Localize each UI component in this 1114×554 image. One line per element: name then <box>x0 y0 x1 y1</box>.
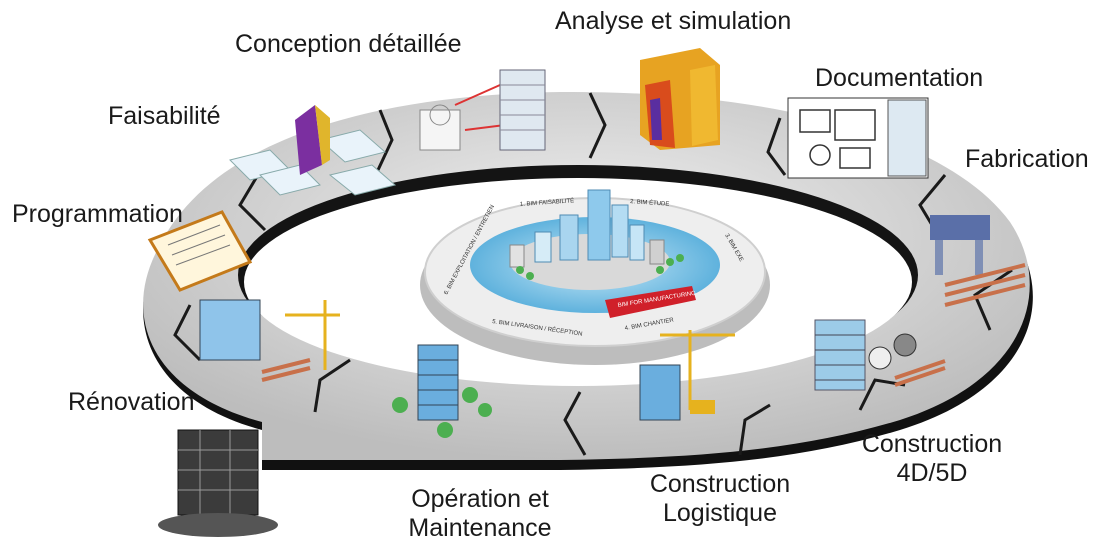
stage-label-faisabilite: Faisabilité <box>108 102 221 130</box>
conception-illustration <box>419 69 546 151</box>
hub-tower-6 <box>509 244 525 268</box>
stage-label-analyse: Analyse et simulation <box>555 7 792 35</box>
stage-label-fabrication: Fabrication <box>965 145 1089 173</box>
stage-label-renovation: Rénovation <box>68 388 195 416</box>
rehab-crane-illustration <box>199 299 340 382</box>
hub-tower-4 <box>629 224 645 261</box>
renovation-illustration <box>158 429 278 537</box>
fabrication-illustration <box>930 215 1026 307</box>
central-hub: BIM FOR MANUFACTURING 1. BIM FAISABILITÉ… <box>420 189 770 365</box>
stage-label-conception: Conception détaillée <box>235 30 462 58</box>
hub-tower-7 <box>649 239 665 265</box>
construction-4d5d-illustration <box>814 319 946 391</box>
stage-label-construction-4d5d-line2: 4D/5D <box>896 459 968 487</box>
hub-tower-2 <box>611 204 629 258</box>
hub-label-1: 1. BIM FAISABILITÉ <box>520 197 575 208</box>
stage-label-programmation: Programmation <box>12 200 183 228</box>
stage-label-construction-logistique-line2: Logistique <box>663 499 777 527</box>
hub-tower-3 <box>559 214 579 261</box>
stage-label-construction-4d5d-line1: Construction <box>861 430 1003 458</box>
construction-logistique-illustration <box>639 330 735 421</box>
programmation-illustration <box>147 210 253 292</box>
hub-banner <box>605 286 696 318</box>
hub-tower-5 <box>534 231 552 263</box>
stage-label-construction-logistique: Construction Logistique <box>640 470 800 528</box>
stage-label-operation-line2: Maintenance <box>408 514 552 542</box>
faisabilite-illustration <box>229 105 397 196</box>
stage-label-operation-line1: Opération et <box>411 485 549 513</box>
stage-label-construction-4d5d: Construction 4D/5D <box>852 430 1012 488</box>
stage-label-operation: Opération et Maintenance <box>395 485 565 543</box>
hub-trees <box>516 254 684 280</box>
stage-label-construction-logistique-line1: Construction <box>649 470 791 498</box>
hub-label-2: 2. BIM ÉTUDE <box>630 198 670 208</box>
hub-tower-1 <box>587 189 611 261</box>
documentation-illustration <box>787 97 929 179</box>
operation-illustration <box>392 344 492 438</box>
stage-label-documentation: Documentation <box>815 64 984 92</box>
analyse-illustration <box>640 48 720 150</box>
